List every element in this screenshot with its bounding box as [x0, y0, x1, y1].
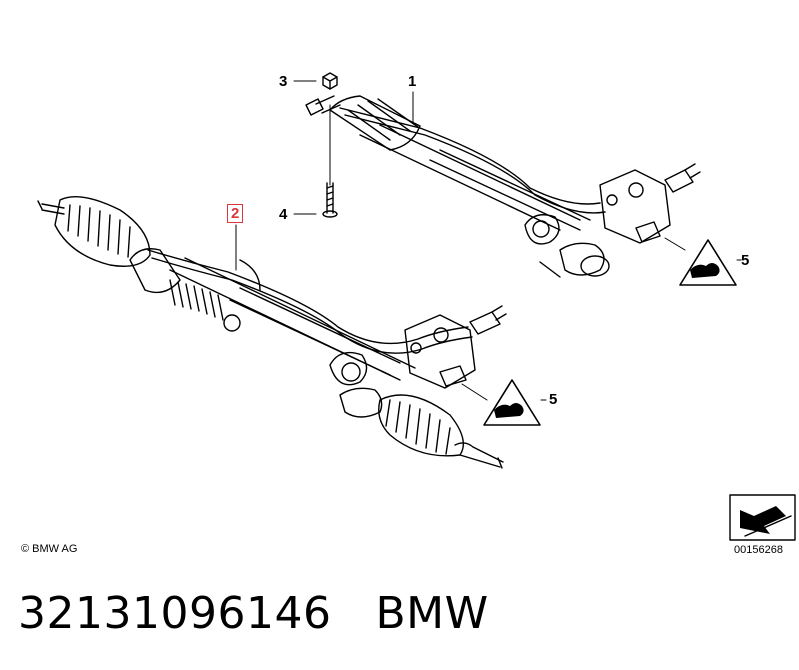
hand-caution-icon: [483, 379, 541, 426]
callout-part-2: 2: [227, 204, 244, 223]
view-arrow-icon: [729, 494, 796, 541]
callout-part-1: 1: [408, 73, 417, 90]
callout-part-5-upper: 5: [741, 252, 750, 269]
reference-number: 00156268: [734, 544, 783, 556]
brand-name: BMW: [375, 588, 489, 639]
upper-steering-rack: [305, 95, 701, 278]
callout-leader-5: [540, 259, 742, 401]
lower-steering-rack: [37, 195, 507, 469]
callout-part-5-lower: 5: [549, 391, 558, 408]
copyright-notice: © BMW AG: [21, 543, 78, 555]
leader-lines: [235, 80, 686, 401]
bolt-hardware: [322, 182, 338, 218]
hand-caution-icon: [679, 239, 737, 286]
nut-hardware: [322, 72, 338, 90]
callout-part-4: 4: [279, 206, 288, 223]
part-number: 32131096146: [18, 588, 332, 639]
part-number-line: 32131096146 BMW: [18, 588, 489, 639]
callout-part-3: 3: [279, 73, 288, 90]
